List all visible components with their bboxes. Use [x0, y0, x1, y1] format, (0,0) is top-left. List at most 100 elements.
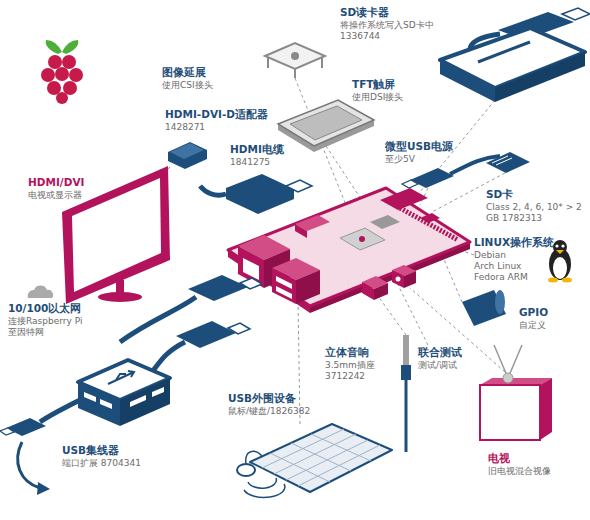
audio-plug-body — [401, 365, 411, 380]
raspberry-berry — [55, 67, 69, 81]
tv-antenna-knob — [503, 373, 513, 383]
sd-card — [486, 152, 530, 173]
penguin-eye — [555, 244, 558, 247]
part-name: TFT触屏 — [352, 78, 396, 91]
usb-plug-tip — [562, 8, 590, 20]
adapter-top — [170, 143, 204, 159]
part-name: 立体音响 — [325, 346, 369, 359]
ethernet-plug-tip — [240, 278, 262, 289]
part-note: 1428271 — [165, 122, 205, 133]
part-note: Debian — [474, 250, 506, 261]
rca-socket — [396, 277, 401, 282]
power-port — [420, 213, 440, 223]
keyboard-keys — [262, 429, 380, 486]
part-note: 自定义 — [519, 320, 546, 331]
board-chip — [370, 215, 400, 229]
part-note: 连接Raspberry Pi 至因特网 — [8, 316, 90, 339]
monitor-stand — [116, 280, 124, 294]
hub-ports — [84, 387, 164, 409]
hdmi-plug — [226, 174, 294, 214]
penguin-beak — [556, 250, 564, 254]
part-name: USB外围设备 — [228, 392, 296, 405]
tft-board — [278, 100, 374, 146]
part-note: Class 2, 4, 6, 10* > 2 GB 1782313 — [486, 202, 590, 225]
usb-port — [296, 270, 320, 304]
part-note: Arch Linux — [474, 261, 521, 272]
usb-plug — [176, 321, 236, 348]
mouse-cable — [246, 451, 262, 464]
part-name: HDMI/DVI — [28, 176, 84, 189]
cloud-icon — [28, 286, 53, 298]
raspberry-berry — [56, 92, 68, 104]
arrow-head — [37, 482, 50, 495]
tft-edge — [278, 100, 374, 152]
reader-side — [495, 52, 585, 102]
hub-front — [78, 382, 120, 426]
part-note: 3.5mm插座 3712242 — [325, 360, 380, 383]
micro-usb-tip — [402, 180, 418, 188]
hub-side — [120, 378, 170, 426]
ethernet-port — [238, 246, 264, 288]
hub-cable — [40, 400, 80, 422]
chip-logo — [359, 236, 365, 242]
usb-cable — [152, 342, 185, 372]
gpio-header — [400, 208, 458, 240]
reader-slot — [478, 42, 530, 62]
audio-plug — [403, 335, 409, 367]
camera-module — [265, 43, 325, 69]
audio-jack — [374, 283, 388, 300]
audio-jack — [362, 282, 374, 300]
hdmi-plug-tip — [286, 180, 312, 192]
part-name: 电视 — [488, 452, 510, 465]
part-name: SD读卡器 — [340, 6, 389, 19]
part-note: 鼠标/键盘/1826382 — [228, 406, 310, 417]
usb-socket — [276, 286, 292, 299]
part-name: 10/100以太网 — [8, 302, 81, 315]
part-note: 将操作系统写入SD卡中 1336744 — [340, 20, 432, 43]
expansion-arrow — [18, 442, 40, 488]
part-note: Fedora ARM — [474, 272, 528, 283]
soc-chip — [340, 228, 385, 250]
usb-socket — [276, 276, 292, 289]
part-note: 至少5V — [385, 154, 415, 165]
part-note: 电视或显示器 — [28, 190, 82, 201]
usb-plug-tip — [0, 428, 14, 435]
tft-display — [290, 106, 362, 140]
part-note: 测试/调试 — [418, 360, 457, 371]
rca-jack — [392, 270, 404, 288]
penguin-foot — [562, 278, 572, 283]
keyboard — [250, 424, 392, 492]
part-name: HDMI-DVI-D适配器 — [165, 108, 268, 121]
part-name: GPIO — [519, 306, 548, 319]
raspberry-berry — [69, 68, 83, 82]
mouse-motion — [244, 478, 285, 497]
part-name: 联合测试 — [418, 346, 462, 359]
hdmi-dvi-adapter — [168, 142, 207, 169]
pi-board — [228, 188, 470, 306]
penguin-foot — [548, 278, 558, 283]
tv-side — [540, 378, 552, 440]
tv-top — [480, 378, 552, 385]
raspberry-berry — [62, 55, 76, 69]
leader-line — [140, 78, 505, 424]
sd-card-contacts — [492, 156, 512, 165]
television — [480, 385, 540, 440]
monitor-screen — [72, 178, 161, 292]
linux-penguin — [549, 248, 571, 280]
reader-front — [440, 60, 495, 102]
part-name: LINUX操作系统 — [474, 236, 554, 249]
part-name: USB集线器 — [62, 444, 119, 457]
usb-plug-tip — [228, 323, 250, 334]
part-name: HDMI电缆 — [230, 143, 284, 156]
mouse — [237, 464, 255, 476]
raspberry-berry — [41, 68, 55, 82]
hdmi-cable — [200, 186, 226, 195]
part-note: 使用DSI接头 — [352, 92, 403, 103]
monitor-base — [98, 292, 142, 302]
hdmi-port — [295, 224, 307, 238]
usb-symbol — [108, 371, 134, 384]
rca-jack — [404, 271, 416, 288]
gpio-cable-end — [495, 290, 505, 314]
ethernet-plug — [188, 275, 248, 301]
